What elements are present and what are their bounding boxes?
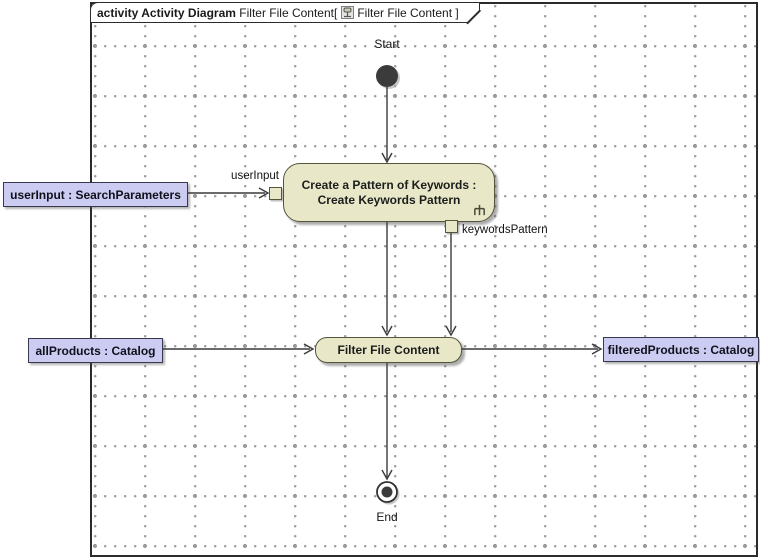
end-label: End bbox=[376, 510, 398, 524]
output-pin-keywordspattern[interactable] bbox=[445, 220, 458, 233]
object-filteredproducts-label: filteredProducts : Catalog bbox=[607, 342, 755, 357]
object-node-userinput[interactable]: userInput : SearchParameters bbox=[3, 182, 188, 207]
activity-diagram-frame bbox=[90, 2, 758, 557]
frame-title-tab[interactable]: activity Activity Diagram Filter File Co… bbox=[90, 2, 481, 25]
frame-bracket-open: [ bbox=[334, 5, 338, 20]
start-label: Start bbox=[374, 37, 400, 51]
frame-title: activity Activity Diagram Filter File Co… bbox=[90, 2, 480, 23]
activity-diagram-icon bbox=[341, 6, 355, 19]
frame-kind-label: activity Activity Diagram bbox=[97, 5, 236, 20]
frame-bracket-close: ] bbox=[452, 5, 459, 20]
rake-icon bbox=[474, 204, 485, 216]
input-pin-label: userInput bbox=[231, 170, 279, 182]
object-node-filteredproducts[interactable]: filteredProducts : Catalog bbox=[603, 337, 759, 362]
object-allproducts-label: allProducts : Catalog bbox=[35, 343, 156, 358]
input-pin-userinput[interactable] bbox=[269, 187, 282, 200]
output-pin-label: keywordsPattern bbox=[462, 224, 548, 236]
frame-diagram-name: Filter File Content bbox=[235, 5, 334, 20]
action-filter-name: Filter File Content bbox=[337, 342, 440, 357]
frame-ref-name: Filter File Content bbox=[357, 5, 453, 20]
action-create-keywords-pattern[interactable]: Create a Pattern of Keywords : Create Ke… bbox=[283, 163, 495, 222]
action-create-name: Create a Pattern of Keywords : Create Ke… bbox=[301, 177, 477, 207]
object-userinput-label: userInput : SearchParameters bbox=[10, 187, 181, 202]
object-node-allproducts[interactable]: allProducts : Catalog bbox=[28, 338, 163, 363]
action-filter-file-content[interactable]: Filter File Content bbox=[315, 337, 462, 363]
